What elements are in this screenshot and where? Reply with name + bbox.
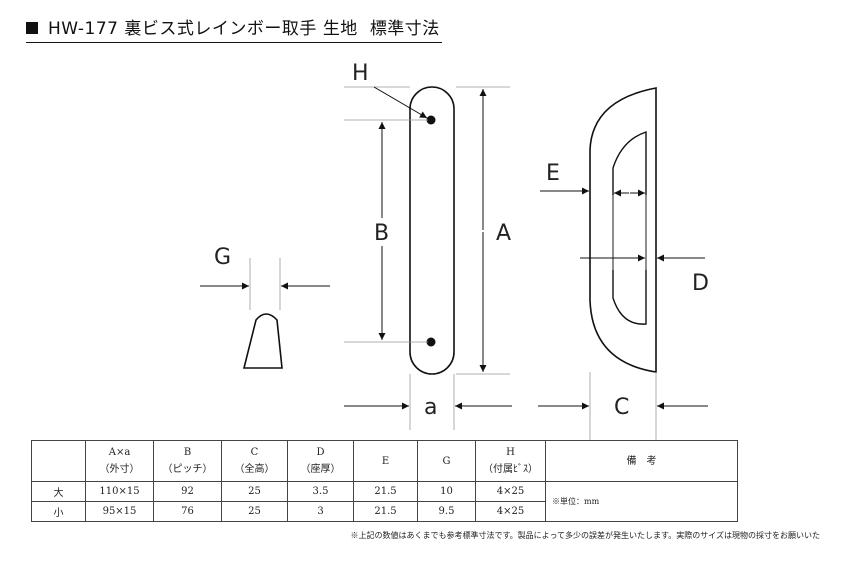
header-cell-remarks: 備 考 — [545, 440, 738, 482]
spec-table-header-row: A×a（外寸） B（ピッチ） C（全高） D（座厚） E G H（付属ﾋﾞｽ） … — [31, 440, 738, 482]
dim-label-a-upper: A — [496, 221, 511, 246]
side-profile-view: G — [200, 245, 330, 369]
cell-c: 25 — [221, 481, 288, 502]
cell-axa: 110×15 — [85, 481, 154, 502]
dim-label-h: H — [352, 61, 369, 86]
cell-h: 4×25 — [475, 501, 546, 522]
side-view: E D C — [538, 87, 709, 440]
front-view: H B A a — [344, 61, 512, 430]
cell-size: 小 — [31, 501, 86, 522]
cell-e: 21.5 — [353, 501, 418, 522]
handle-side-outline — [589, 87, 657, 373]
header-cell-b: B（ピッチ） — [153, 440, 222, 482]
cell-h: 4×25 — [475, 481, 546, 502]
cell-d: 3.5 — [287, 481, 354, 502]
title-product-name: 裏ビス式レインボー取手 — [124, 19, 317, 39]
dimension-drawing: G H B A a — [200, 61, 709, 440]
screw-hole-bottom — [426, 337, 436, 347]
screw-hole-top — [426, 115, 436, 125]
header-cell-blank — [31, 440, 86, 482]
cell-g: 9.5 — [417, 501, 476, 522]
dim-label-d: D — [692, 271, 709, 296]
title-finish: 生地 — [322, 19, 358, 39]
handle-front-outline — [409, 86, 455, 375]
spec-table: A×a（外寸） B（ピッチ） C（全高） D（座厚） E G H（付属ﾋﾞｽ） … — [31, 440, 738, 522]
cell-e: 21.5 — [353, 481, 418, 502]
footnote: ※上記の数値はあくまでも参考標準寸法です。製品によって多少の誤差が発生いたします… — [350, 531, 820, 540]
title-model: HW-177 — [48, 19, 119, 39]
title-square-marker — [26, 22, 38, 34]
h-leader-line — [373, 86, 428, 119]
title-subtitle: 標準寸法 — [369, 19, 440, 39]
cell-size: 大 — [31, 481, 86, 502]
header-cell-axa: A×a（外寸） — [85, 440, 154, 482]
cell-d: 3 — [287, 501, 354, 522]
header-cell-c: C（全高） — [221, 440, 288, 482]
cell-b: 92 — [153, 481, 222, 502]
table-row: 小 95×15 76 25 3 21.5 9.5 4×25 — [31, 501, 738, 522]
table-row: 大 110×15 92 25 3.5 21.5 10 4×25 ※単位：mm — [31, 481, 738, 522]
cell-g: 10 — [417, 481, 476, 502]
dim-label-g: G — [214, 245, 231, 270]
header-cell-g: G — [417, 440, 476, 482]
page-title: HW-177 裏ビス式レインボー取手 生地標準寸法 — [26, 14, 442, 43]
cell-b: 76 — [153, 501, 222, 522]
dim-label-b: B — [374, 221, 389, 246]
header-cell-h: H（付属ﾋﾞｽ） — [475, 440, 546, 482]
dim-label-a-lower: a — [424, 395, 437, 420]
handle-inner-recess — [612, 131, 647, 325]
dim-label-e: E — [546, 161, 560, 186]
handle-cross-section — [242, 313, 283, 369]
header-cell-d: D（座厚） — [287, 440, 354, 482]
header-cell-e: E — [353, 440, 418, 482]
dim-label-c: C — [614, 395, 629, 420]
cell-c: 25 — [221, 501, 288, 522]
cell-remarks: ※単位：mm — [545, 481, 738, 522]
cell-axa: 95×15 — [85, 501, 154, 522]
